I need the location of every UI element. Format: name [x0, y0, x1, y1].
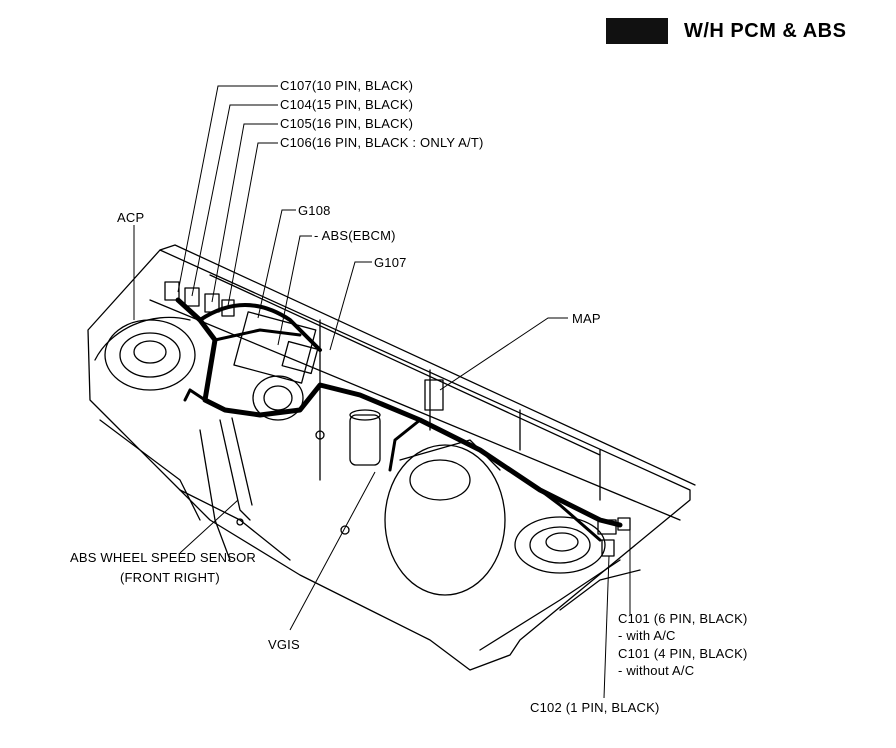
label-abs-wheel-sensor: ABS WHEEL SPEED SENSOR — [70, 550, 256, 565]
label-c101-4pin: C101 (4 PIN, BLACK) — [618, 646, 748, 661]
abs-modulator — [233, 311, 317, 384]
leader-g108 — [257, 209, 296, 319]
leader-g107 — [329, 261, 372, 351]
label-g107: G107 — [374, 255, 407, 270]
label-g108: G108 — [298, 203, 331, 218]
leader-vgis — [289, 471, 376, 631]
label-vgis: VGIS — [268, 637, 300, 652]
label-c105: C105(16 PIN, BLACK) — [280, 116, 414, 131]
label-c101-6pin: C101 (6 PIN, BLACK) — [618, 611, 748, 626]
leader-c102 — [603, 555, 610, 699]
leader-c104 — [191, 104, 278, 297]
label-abs-ebcm: - ABS(EBCM) — [314, 228, 396, 243]
leader-c107 — [177, 85, 278, 293]
reservoir — [349, 414, 381, 466]
label-map: MAP — [572, 311, 601, 326]
firewall-top-edge — [159, 244, 696, 486]
label-c107: C107(10 PIN, BLACK) — [280, 78, 414, 93]
c102-connector — [601, 539, 615, 557]
label-c106: C106(16 PIN, BLACK : ONLY A/T) — [280, 135, 484, 150]
title-block-marker — [606, 18, 668, 44]
leader-c106 — [227, 142, 278, 307]
firewall-lower-edge — [149, 299, 681, 521]
label-abs-wheel-sensor-position: (FRONT RIGHT) — [120, 570, 220, 585]
left-strut-tower — [104, 319, 196, 391]
leader-abs-wheel-sensor — [179, 499, 239, 554]
brake-booster — [384, 444, 506, 596]
page-title: W/H PCM & ABS — [684, 20, 847, 42]
label-c101-4pin-note: - without A/C — [618, 663, 695, 678]
label-acp: ACP — [117, 210, 145, 225]
leader-map — [439, 317, 568, 391]
label-c101-6pin-note: - with A/C — [618, 628, 676, 643]
leader-c105 — [211, 123, 278, 303]
map-sensor — [424, 379, 444, 411]
right-strut-tower — [514, 516, 606, 574]
leader-abs-ebcm — [277, 235, 312, 346]
label-c104: C104(15 PIN, BLACK) — [280, 97, 414, 112]
wiring-harness-main — [175, 297, 623, 528]
label-c102: C102 (1 PIN, BLACK) — [530, 700, 660, 715]
